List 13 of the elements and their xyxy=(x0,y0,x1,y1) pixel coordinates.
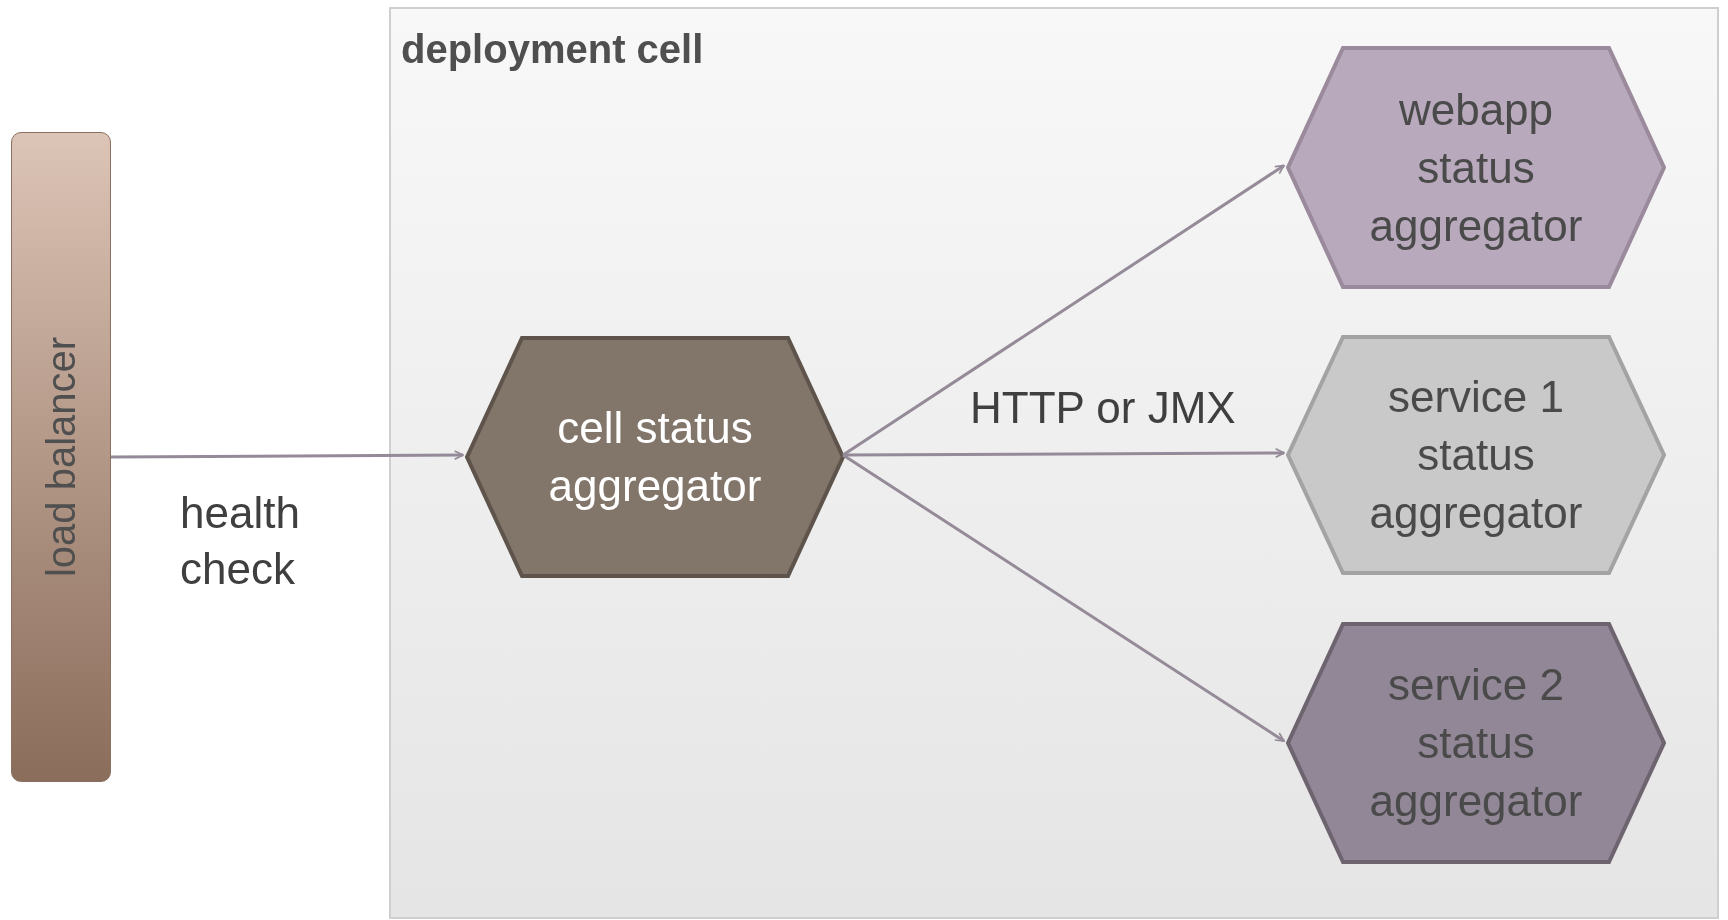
node-label: service 2 status aggregator xyxy=(1368,659,1584,827)
arrow xyxy=(843,448,1285,459)
node-label: webapp status aggregator xyxy=(1368,83,1584,252)
node-label: service 1 status aggregator xyxy=(1368,371,1584,539)
node-label: cell status aggregator xyxy=(547,402,763,512)
load-balancer-bar xyxy=(11,132,111,782)
edge-label: health check xyxy=(180,487,301,595)
arrow xyxy=(842,453,1285,743)
container-panel xyxy=(389,7,1719,919)
edge-label: HTTP or JMX xyxy=(970,382,1237,434)
node-label: load balancer xyxy=(38,336,84,578)
arrow xyxy=(111,450,464,461)
container-title: deployment cell xyxy=(401,26,704,73)
